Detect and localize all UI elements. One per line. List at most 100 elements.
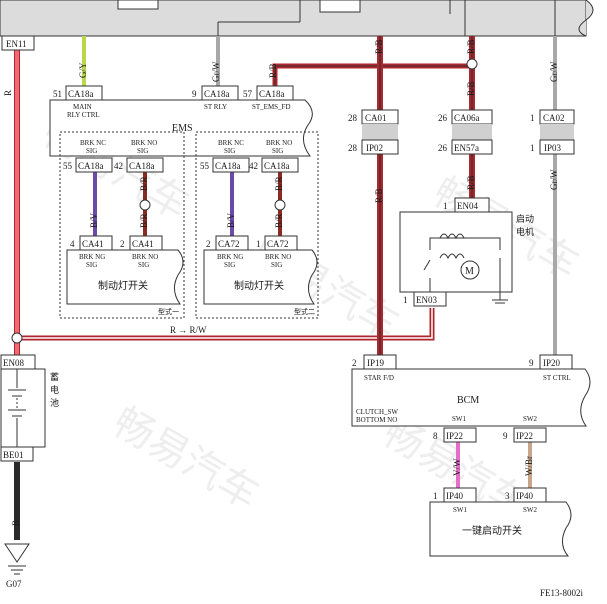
svg-text:IP02: IP02 [366, 143, 383, 153]
connector-ca18a-51: CA18a 51 [53, 85, 103, 101]
svg-text:SIG: SIG [224, 147, 235, 155]
svg-text:CLUTCH_SW: CLUTCH_SW [356, 408, 398, 416]
svg-text:BRK NO: BRK NO [131, 139, 157, 147]
svg-text:2: 2 [352, 358, 357, 368]
svg-text:M: M [465, 266, 474, 277]
svg-text:SW2: SW2 [523, 415, 538, 423]
svg-text:CA02: CA02 [543, 113, 565, 123]
svg-text:SIG: SIG [224, 261, 235, 269]
svg-text:CA06a: CA06a [454, 113, 480, 123]
svg-text:SW1: SW1 [452, 415, 467, 423]
svg-text:CA18a: CA18a [78, 161, 104, 171]
svg-text:9: 9 [192, 89, 197, 99]
svg-text:BRK NG: BRK NG [79, 253, 105, 261]
svg-text:1: 1 [530, 113, 535, 123]
figure-code: FE13-8002i [540, 588, 584, 598]
svg-text:R/B: R/B [374, 188, 384, 203]
svg-text:55: 55 [63, 161, 73, 171]
svg-text:池: 池 [50, 397, 59, 408]
connector-ip22-9: IP22 9 [503, 427, 547, 443]
brake-light-switch-2: BRK NG SIG BRK NO SIG 制动灯开关 [203, 249, 318, 305]
svg-text:B/R: B/R [274, 176, 284, 191]
svg-text:Gr/W: Gr/W [549, 61, 559, 82]
svg-text:SW2: SW2 [523, 506, 538, 514]
svg-text:IP40: IP40 [446, 491, 464, 501]
one-key-start-switch: SW1 SW2 一键启动开关 [429, 501, 572, 557]
brake-light-switch-1: BRK NG SIG BRK NO SIG 制动灯开关 [66, 249, 184, 305]
svg-text:BRK NC: BRK NC [80, 139, 106, 147]
svg-text:EMS: EMS [172, 123, 193, 134]
svg-text:BCM: BCM [457, 395, 479, 406]
connector-ip19: IP19 2 [352, 354, 397, 370]
svg-text:SIG: SIG [86, 147, 97, 155]
svg-text:BRK NG: BRK NG [217, 253, 243, 261]
svg-text:BRK NC: BRK NC [218, 139, 244, 147]
svg-text:ST RLY: ST RLY [204, 103, 227, 111]
svg-text:IP22: IP22 [516, 431, 533, 441]
svg-text:CA18a: CA18a [204, 89, 230, 99]
wire-r-b-st-ems [272, 63, 472, 86]
svg-text:B/V: B/V [89, 212, 99, 228]
connector-ca18a-42a: CA18a 42 [114, 157, 164, 173]
svg-text:BE01: BE01 [3, 450, 24, 460]
svg-text:B/R: B/R [139, 176, 149, 191]
svg-text:8: 8 [433, 431, 438, 441]
wire-r-w [17, 308, 435, 341]
brake-switch-type-2-frame [195, 131, 319, 319]
svg-text:R/B: R/B [466, 39, 476, 54]
svg-text:B: B [11, 520, 21, 526]
svg-text:9: 9 [503, 431, 508, 441]
svg-text:42: 42 [249, 161, 258, 171]
splice-br-2 [274, 199, 286, 211]
connector-ca02: CA02 1 IP03 1 [530, 109, 575, 155]
svg-text:IP22: IP22 [446, 431, 463, 441]
svg-text:G07: G07 [6, 579, 22, 589]
svg-text:28: 28 [348, 143, 358, 153]
connector-ip22-8: IP22 8 [433, 427, 477, 443]
type-note-1: 型式一 [158, 307, 179, 316]
svg-text:EN11: EN11 [6, 39, 27, 49]
svg-text:42: 42 [114, 161, 123, 171]
module-bcm: STAR F/D ST CTRL BCM CLUTCH_SW BOTTOM NO… [351, 368, 591, 427]
connector-ca18a-42b: CA18a 42 [249, 157, 299, 173]
svg-text:CA41: CA41 [132, 239, 154, 249]
svg-text:G/Y: G/Y [78, 62, 88, 78]
type-note-2: 型式二 [294, 307, 315, 316]
wire-labels: R G/Y Gr/W R/B R/B R/B Gr/W R/B R/B R/B … [3, 39, 559, 526]
starter-motor: EN04 1 启动 电机 M EN03 1 [399, 197, 534, 307]
svg-text:IP20: IP20 [543, 358, 561, 368]
svg-text:电: 电 [50, 384, 59, 395]
svg-text:IP19: IP19 [367, 358, 385, 368]
svg-text:B/R: B/R [274, 213, 284, 228]
connector-ca18a-57: CA18a 57 [243, 85, 294, 101]
svg-text:BRK NO: BRK NO [265, 253, 291, 261]
svg-text:R/B: R/B [268, 63, 278, 78]
svg-text:CA72: CA72 [218, 239, 240, 249]
connector-en11: EN11 [1, 35, 35, 51]
svg-text:SIG: SIG [271, 261, 282, 269]
svg-text:SIG: SIG [86, 261, 97, 269]
svg-text:BRK NO: BRK NO [266, 139, 292, 147]
svg-text:51: 51 [53, 89, 62, 99]
ground-g07: G07 [4, 543, 30, 589]
svg-text:制动灯开关: 制动灯开关 [234, 279, 284, 292]
svg-text:26: 26 [438, 113, 448, 123]
module-ems: EMS MAIN RLY CTRL ST RLY ST_EMS_FD BRK N… [49, 99, 313, 157]
svg-text:B/R: B/R [139, 213, 149, 228]
svg-text:一键启动开关: 一键启动开关 [462, 524, 522, 537]
svg-text:Gr/W: Gr/W [549, 169, 559, 190]
svg-text:CA18a: CA18a [68, 89, 94, 99]
svg-text:1: 1 [433, 491, 438, 501]
svg-text:R/B: R/B [466, 81, 476, 96]
connector-ca18a-55a: CA18a 55 [63, 157, 113, 173]
svg-text:2: 2 [120, 239, 125, 249]
svg-text:CA18a: CA18a [129, 161, 155, 171]
svg-text:1: 1 [403, 295, 408, 305]
svg-text:1: 1 [256, 239, 261, 249]
connector-ca06a: CA06a 26 EN57a 26 [438, 109, 493, 155]
svg-text:SIG: SIG [137, 147, 148, 155]
svg-text:1: 1 [530, 143, 535, 153]
svg-text:BRK NO: BRK NO [132, 253, 158, 261]
splice-battery [11, 332, 23, 344]
